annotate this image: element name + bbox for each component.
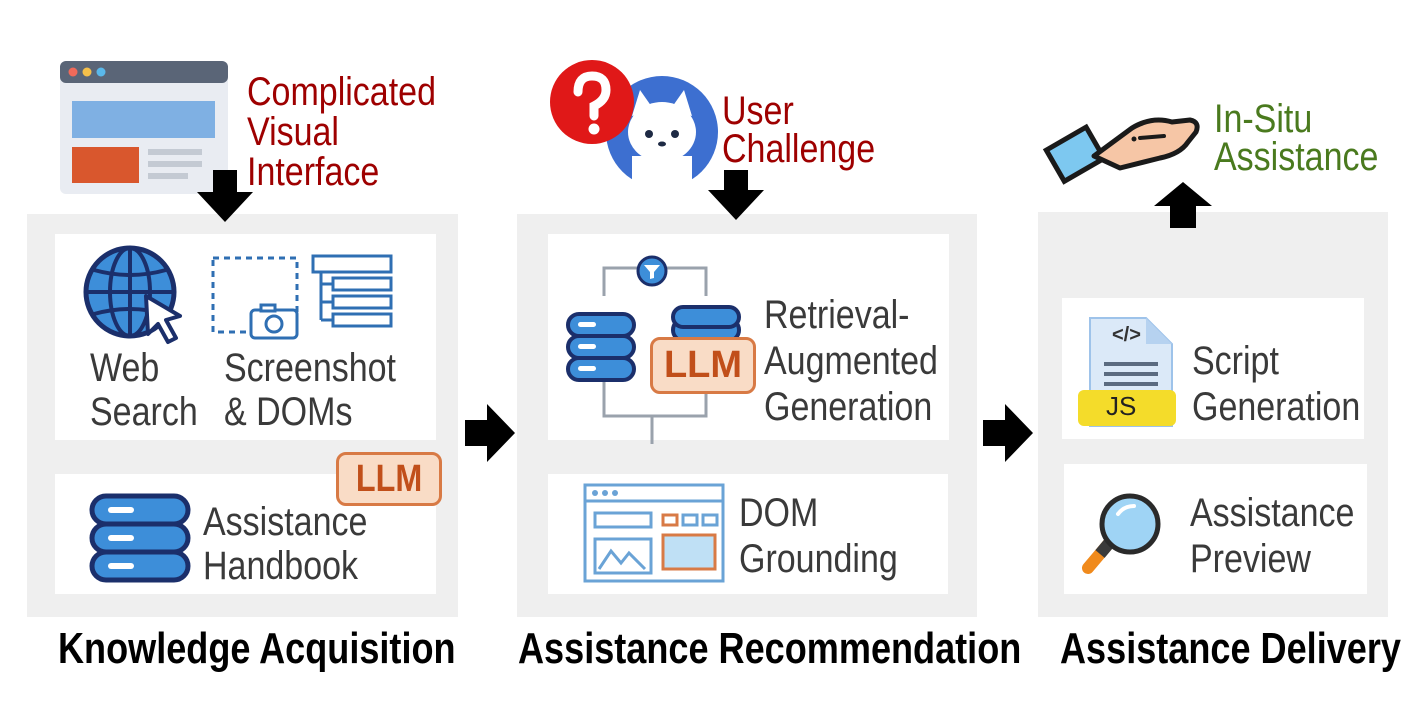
assistance-handbook-label: Assistance Handbook (203, 500, 368, 588)
up-arrow-icon (1154, 182, 1212, 228)
globe-cursor-icon (83, 245, 182, 344)
screenshot-doms-label: Screenshot & DOMs (224, 346, 396, 434)
down-arrow-icon (708, 170, 764, 220)
knowledge-acquisition-title: Knowledge Acquisition (58, 624, 456, 673)
user-avatar-icon (606, 76, 718, 188)
assistance-delivery-title: Assistance Delivery (1060, 624, 1401, 673)
script-generation-label: Script Generation (1192, 339, 1361, 429)
magnifier-icon (1082, 493, 1161, 574)
dom-tree-icon (311, 254, 393, 328)
right-arrow-icon (983, 404, 1033, 462)
database-icon (89, 493, 191, 583)
dom-grounding-label: DOM Grounding (739, 491, 898, 581)
assistance-preview-label: Assistance Preview (1190, 491, 1355, 581)
rag-label: Retrieval- Augmented Generation (764, 293, 938, 429)
screenshot-camera-icon (211, 256, 299, 340)
web-search-label: Web Search (90, 346, 198, 434)
database-icon (671, 305, 741, 343)
right-arrow-icon (465, 404, 515, 462)
database-icon (566, 312, 636, 382)
js-file-icon (1078, 317, 1176, 427)
js-badge: JS (1106, 391, 1137, 421)
user-challenge-label: User Challenge (722, 89, 876, 171)
llm-badge-rag: LLM (650, 337, 756, 394)
code-tag: </> (1112, 324, 1141, 346)
browser-window-icon (60, 61, 228, 194)
helping-hand-icon (1042, 117, 1200, 185)
in-situ-assistance-label: In-Situ Assistance (1214, 97, 1379, 179)
filter-icon (636, 255, 668, 287)
complicated-visual-interface-label: Complicated Visual Interface (247, 70, 436, 194)
llm-badge-knowledge: LLM (336, 452, 442, 506)
dom-layout-icon (583, 483, 725, 583)
down-arrow-icon (197, 170, 253, 222)
assistance-recommendation-title: Assistance Recommendation (518, 624, 1022, 673)
question-mark-icon (550, 60, 634, 144)
